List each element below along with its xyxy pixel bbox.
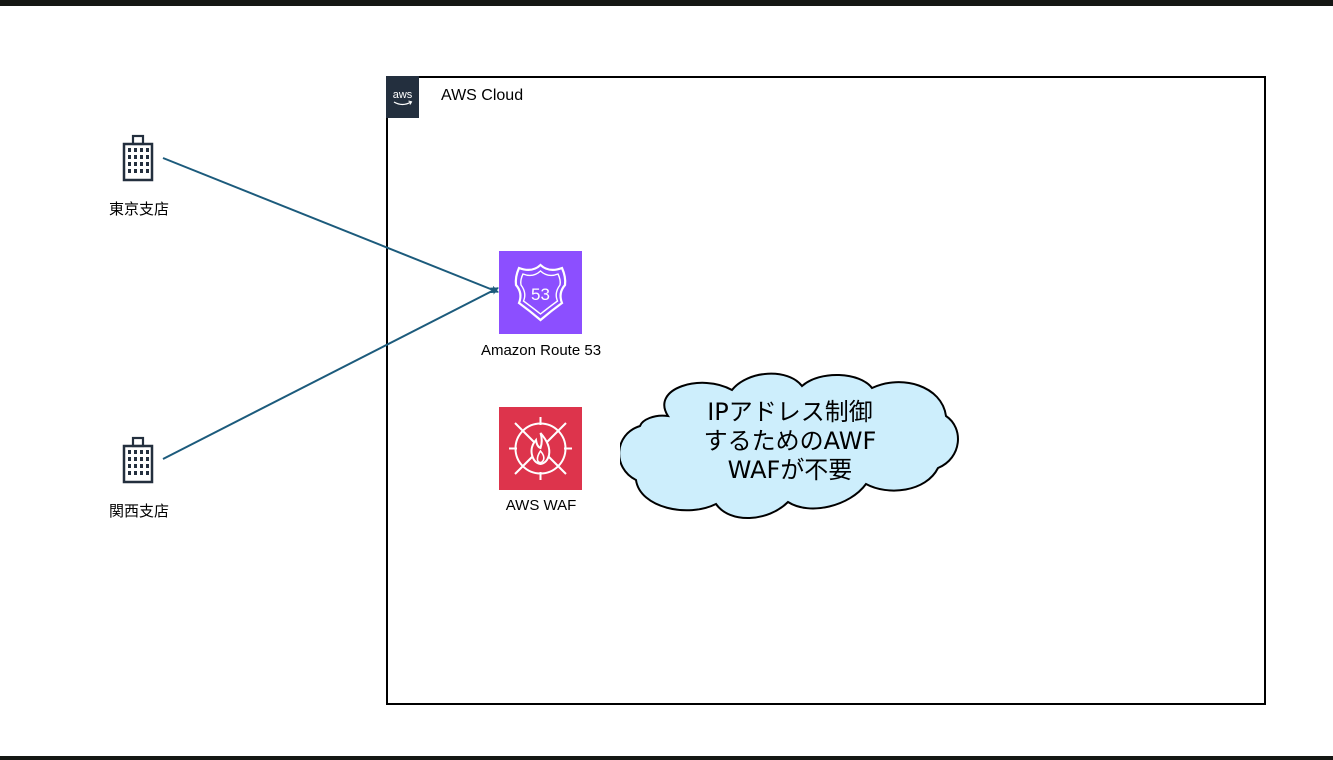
cloud-note-shape[interactable] xyxy=(620,368,962,530)
aws-cloud-group[interactable] xyxy=(386,76,1266,705)
waf-firewall-icon xyxy=(499,407,582,490)
bottom-border-bar xyxy=(0,756,1333,760)
aws-logo-text: aws xyxy=(393,89,413,101)
tokyo-branch-label: 東京支店 xyxy=(108,201,170,218)
edge-kansai-to-route53[interactable] xyxy=(162,287,499,460)
route53-badge-text: 53 xyxy=(531,285,550,304)
edge-tokyo-to-route53[interactable] xyxy=(162,157,499,294)
kansai-branch-label: 関西支店 xyxy=(108,503,170,520)
office-building-icon xyxy=(122,134,154,182)
cloud-note-line-2: するためのAWF xyxy=(703,427,877,455)
cloud-note-line-3: WAFが不要 xyxy=(727,456,853,484)
route53-shield-icon: 53 xyxy=(499,251,582,334)
waf-label: AWS WAF xyxy=(505,497,577,514)
office-building-icon xyxy=(122,436,154,484)
cloud-note-text: IPアドレス制御 するためのAWF WAFが不要 xyxy=(640,398,940,485)
route53-label: Amazon Route 53 xyxy=(480,342,602,359)
top-border-bar xyxy=(0,0,1333,6)
aws-cloud-group-title: AWS Cloud xyxy=(441,87,524,104)
aws-logo-icon: aws xyxy=(386,76,419,118)
cloud-note-line-1: IPアドレス制御 xyxy=(707,398,873,426)
